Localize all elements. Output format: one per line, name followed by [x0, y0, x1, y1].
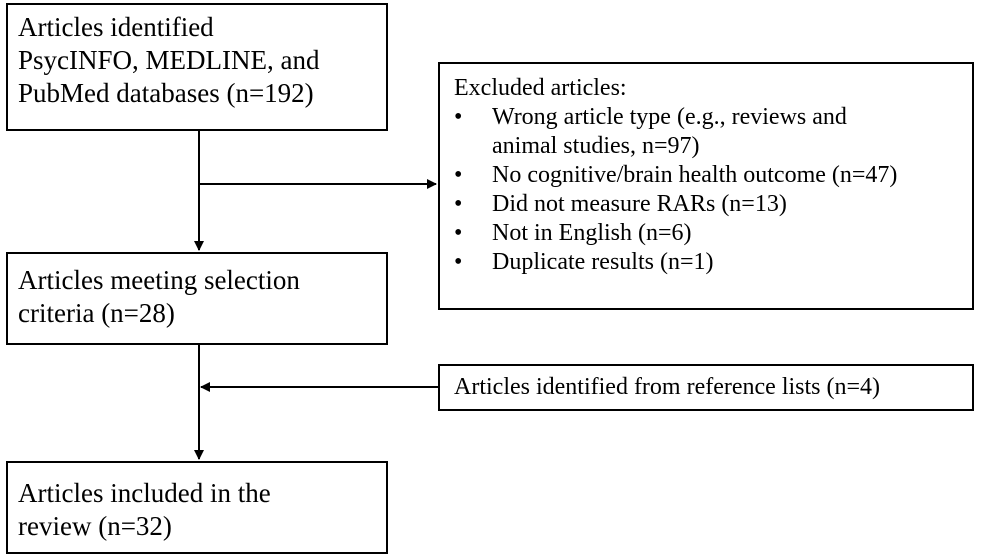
excluded-item-2: No cognitive/brain health outcome (n=47): [492, 162, 898, 188]
excluded-articles-box: Excluded articles: • Wrong article type …: [438, 62, 974, 310]
excluded-item: • Did not measure RARs (n=13): [454, 190, 972, 219]
reference-articles-box: Articles identified from reference lists…: [438, 364, 974, 411]
bullet-icon: •: [454, 104, 463, 130]
bullet-icon: •: [454, 220, 463, 246]
selected-articles-box: Articles meeting selection criteria (n=2…: [6, 252, 388, 345]
excluded-item: • No cognitive/brain health outcome (n=4…: [454, 161, 972, 190]
identified-line-2: PsycINFO, MEDLINE, and: [18, 45, 320, 75]
included-line-2: review (n=32): [18, 511, 172, 541]
excluded-item-3: Did not measure RARs (n=13): [492, 191, 787, 217]
identified-line-3: PubMed databases (n=192): [18, 78, 314, 108]
excluded-item-4: Not in English (n=6): [492, 220, 692, 246]
excluded-item-5: Duplicate results (n=1): [492, 249, 714, 275]
included-line-1: Articles included in the: [18, 478, 271, 508]
included-articles-box: Articles included in the review (n=32): [6, 461, 388, 554]
bullet-icon: •: [454, 162, 463, 188]
excluded-item: • Not in English (n=6): [454, 219, 972, 248]
excluded-item: • Duplicate results (n=1): [454, 248, 972, 277]
identified-articles-box: Articles identified PsycINFO, MEDLINE, a…: [6, 3, 388, 131]
identified-line-1: Articles identified: [18, 12, 214, 42]
bullet-icon: •: [454, 249, 463, 275]
selected-line-2: criteria (n=28): [18, 298, 175, 328]
excluded-item-1-line-2: animal studies, n=97): [492, 133, 700, 159]
excluded-title: Excluded articles:: [454, 75, 627, 101]
reference-text: Articles identified from reference lists…: [454, 374, 881, 400]
bullet-icon: •: [454, 191, 463, 217]
excluded-item: • Wrong article type (e.g., reviews and …: [454, 103, 972, 161]
selected-line-1: Articles meeting selection: [18, 265, 300, 295]
excluded-list: • Wrong article type (e.g., reviews and …: [454, 103, 972, 277]
excluded-item-1-line-1: Wrong article type (e.g., reviews and: [492, 104, 847, 130]
